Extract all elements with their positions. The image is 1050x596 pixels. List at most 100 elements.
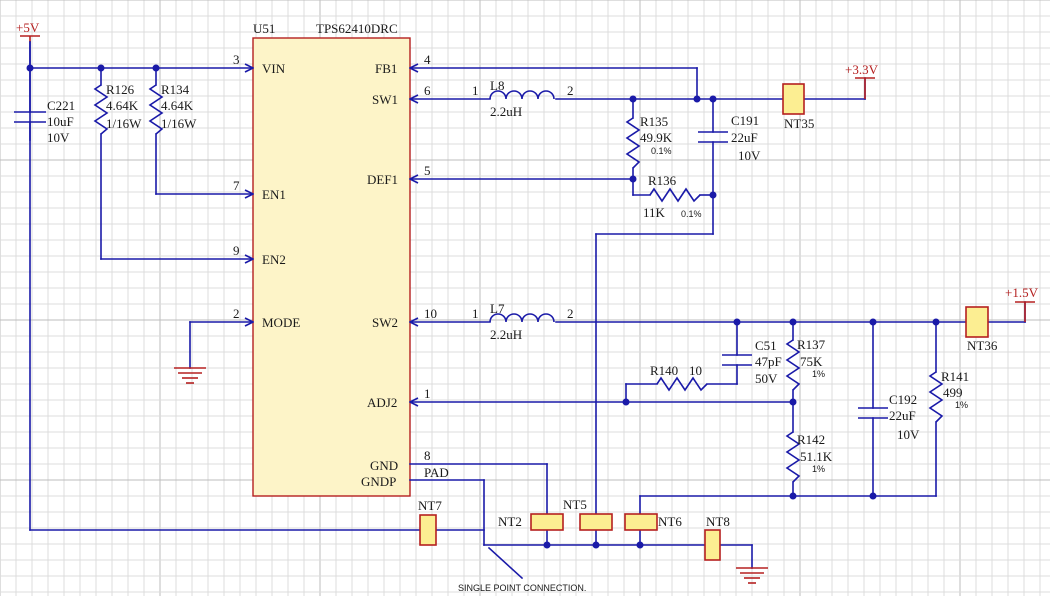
label-1v5: +1.5V (1005, 285, 1039, 300)
c192-rating: 10V (897, 427, 920, 442)
capacitor-c191[interactable] (698, 131, 728, 143)
r134-rating: 1/16W (161, 116, 197, 131)
r137-value: 75K (800, 354, 823, 369)
net-tie-nt2[interactable] (530, 513, 564, 531)
r142-ref: R142 (797, 432, 825, 447)
net-tie-nt35[interactable] (782, 83, 805, 115)
r140-ref: R140 (650, 363, 678, 378)
c191-value: 22uF (731, 130, 758, 145)
resistor-r135[interactable] (625, 117, 641, 169)
capacitor-c192[interactable] (858, 407, 888, 419)
r137-tol: 1% (812, 369, 825, 379)
nt36-label: NT36 (967, 338, 998, 353)
pin-gnd-num: 8 (424, 448, 431, 463)
pin-en2-num: 9 (233, 243, 240, 258)
c51-rating: 50V (755, 371, 778, 386)
label-3v3: +3.3V (845, 62, 879, 77)
r126-ref: R126 (106, 82, 135, 97)
ic-part: TPS62410DRC (316, 21, 398, 36)
pin-gnd: GND (370, 458, 398, 473)
r136-ref: R136 (648, 173, 677, 188)
pin-en1: EN1 (262, 187, 286, 202)
pin-mode: MODE (262, 315, 300, 330)
r134-value: 4.64K (161, 98, 194, 113)
nt7-label: NT7 (418, 498, 442, 513)
nt8-label: NT8 (706, 514, 730, 529)
label-5v: +5V (16, 20, 40, 35)
l8-pin1: 1 (472, 83, 479, 98)
power-symbol-3v3 (855, 77, 875, 99)
pin-arrows (244, 63, 419, 407)
l8-ref: L8 (490, 78, 504, 93)
power-symbol-5v (20, 35, 40, 69)
r136-tol: 0.1% (681, 209, 702, 219)
c191-rating: 10V (738, 148, 761, 163)
pin-vin-num: 3 (233, 52, 240, 67)
pin-sw2: SW2 (372, 315, 398, 330)
c191-ref: C191 (731, 113, 759, 128)
resistor-r136[interactable] (649, 187, 701, 203)
r141-value: 499 (943, 385, 963, 400)
nt5-label: NT5 (563, 497, 587, 512)
r135-tol: 0.1% (651, 146, 672, 156)
ic-u51[interactable] (252, 37, 411, 497)
r135-ref: R135 (640, 114, 668, 129)
c221-value: 10uF (47, 114, 74, 129)
r126-value: 4.64K (106, 98, 139, 113)
inductor-l8[interactable] (489, 90, 555, 100)
l7-pin2: 2 (567, 306, 574, 321)
resistor-r134[interactable] (148, 84, 164, 135)
c192-ref: C192 (889, 392, 917, 407)
power-symbol-1v5 (1015, 301, 1035, 322)
net-tie-nt7[interactable] (419, 514, 437, 546)
pin-adj2-num: 1 (424, 386, 431, 401)
pin-pad: PAD (424, 465, 449, 480)
r135-value: 49.9K (640, 130, 673, 145)
nt2-label: NT2 (498, 514, 522, 529)
net-tie-nt5[interactable] (579, 513, 613, 531)
net-tie-nt36[interactable] (965, 306, 989, 338)
net-tie-nt6[interactable] (624, 513, 658, 531)
ground-symbol-main (736, 567, 768, 584)
r142-tol: 1% (812, 464, 825, 474)
pin-def1: DEF1 (367, 172, 398, 187)
l8-pin2: 2 (567, 83, 574, 98)
resistor-r126[interactable] (93, 84, 109, 135)
pin-fb1: FB1 (375, 61, 397, 76)
pin-gndp: GNDP (361, 474, 396, 489)
l8-value: 2.2uH (490, 104, 522, 119)
c192-value: 22uF (889, 408, 916, 423)
pin-def1-num: 5 (424, 163, 431, 178)
pin-sw1: SW1 (372, 92, 398, 107)
r141-ref: R141 (941, 369, 969, 384)
c221-rating: 10V (47, 130, 70, 145)
resistor-r141[interactable] (928, 371, 944, 423)
ground-symbol-mode (174, 367, 206, 384)
ic-ref: U51 (253, 21, 275, 36)
r140-value: 10 (689, 363, 702, 378)
junctions (26, 64, 940, 549)
single-point-note: SINGLE POINT CONNECTION. (458, 583, 586, 593)
c51-value: 47pF (755, 354, 782, 369)
pin-fb1-num: 4 (424, 52, 431, 67)
inductor-l7[interactable] (489, 313, 555, 323)
net-tie-nt8[interactable] (704, 529, 721, 561)
l7-value: 2.2uH (490, 327, 522, 342)
capacitor-c221[interactable] (14, 111, 46, 141)
resistor-r137[interactable] (785, 339, 801, 391)
r141-tol: 1% (955, 400, 968, 410)
r142-value: 51.1K (800, 449, 833, 464)
r136-value: 11K (643, 205, 666, 220)
pin-en1-num: 7 (233, 178, 240, 193)
pin-en2: EN2 (262, 252, 286, 267)
pin-mode-num: 2 (233, 306, 240, 321)
c221-ref: C221 (47, 98, 75, 113)
resistor-r142[interactable] (785, 431, 801, 483)
pin-vin: VIN (262, 61, 286, 76)
resistor-r140[interactable] (656, 376, 708, 392)
pin-sw2-num: 10 (424, 306, 437, 321)
r137-ref: R137 (797, 337, 826, 352)
capacitor-c51[interactable] (722, 354, 752, 366)
